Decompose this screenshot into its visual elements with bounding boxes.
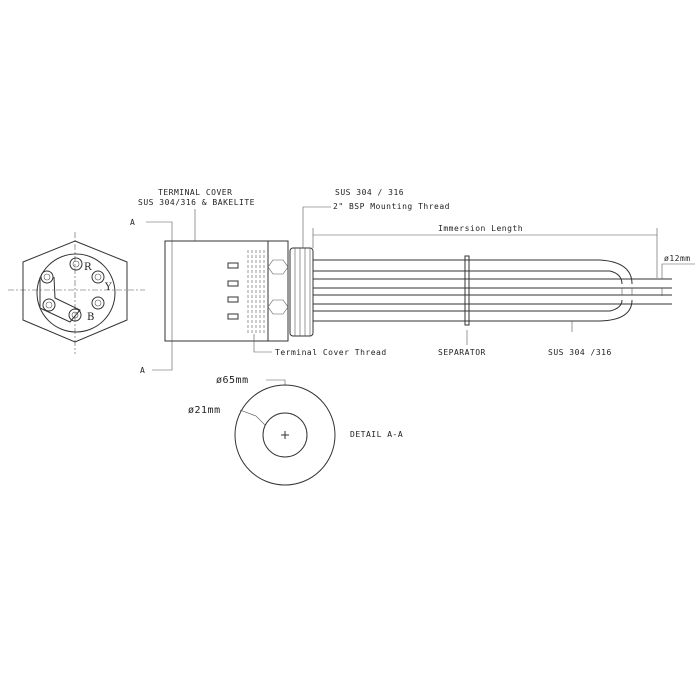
center-mark — [281, 431, 289, 439]
section-label-bottom: A — [140, 366, 145, 375]
cover-thread — [247, 250, 265, 333]
mounting-thread-label: 2" BSP Mounting Thread — [333, 202, 450, 211]
terminal — [68, 308, 82, 322]
phase-b-label: B — [87, 312, 95, 323]
hex-nut — [22, 240, 128, 343]
end-view: R Y B — [8, 232, 145, 354]
terminals — [40, 257, 105, 322]
flange-material-label: SUS 304 / 316 — [335, 188, 404, 197]
detail-a-a: ø65mm ø21mm DETAIL A-A — [188, 375, 403, 486]
terminal-cover-label: TERMINAL COVER — [158, 188, 232, 197]
flange-nut — [267, 240, 289, 342]
phase-r-label: R — [84, 262, 92, 273]
terminal-cover-thread-label: Terminal Cover Thread — [275, 348, 387, 357]
inner-circle — [262, 412, 308, 458]
terminal — [42, 298, 56, 312]
separator-label: SEPARATOR — [438, 348, 486, 357]
terminal-studs — [227, 262, 239, 320]
inner-diameter-label: ø21mm — [188, 405, 221, 416]
bridge-link — [39, 276, 81, 323]
end-plate-circle — [36, 253, 116, 333]
separator — [464, 255, 470, 326]
phase-y-label: Y — [104, 282, 112, 293]
tube-diameter-leader — [661, 263, 695, 279]
terminal — [40, 270, 54, 284]
terminal — [91, 270, 105, 284]
mounting-thread — [289, 247, 314, 337]
section-label-top: A — [130, 218, 135, 227]
outer-diameter-label: ø65mm — [216, 375, 249, 386]
detail-label: DETAIL A-A — [350, 430, 403, 439]
tube-material-label: SUS 304 /316 — [548, 348, 612, 357]
annotations: Immersion Length ø12mm TERMINAL COVER SU… — [138, 188, 695, 357]
terminal — [91, 296, 105, 310]
tube-diameter-label: ø12mm — [664, 254, 691, 263]
terminal-cover — [164, 240, 269, 342]
section-marker: A A — [130, 218, 173, 375]
terminal — [69, 257, 83, 271]
cover-thread-leader — [253, 334, 272, 353]
side-view — [164, 240, 672, 342]
section-line — [146, 221, 173, 371]
immersion-length-label: Immersion Length — [438, 224, 523, 233]
heating-tubes — [313, 259, 672, 322]
nut-facets — [267, 259, 289, 315]
terminal-cover-material-label: SUS 304/316 & BAKELITE — [138, 198, 255, 207]
